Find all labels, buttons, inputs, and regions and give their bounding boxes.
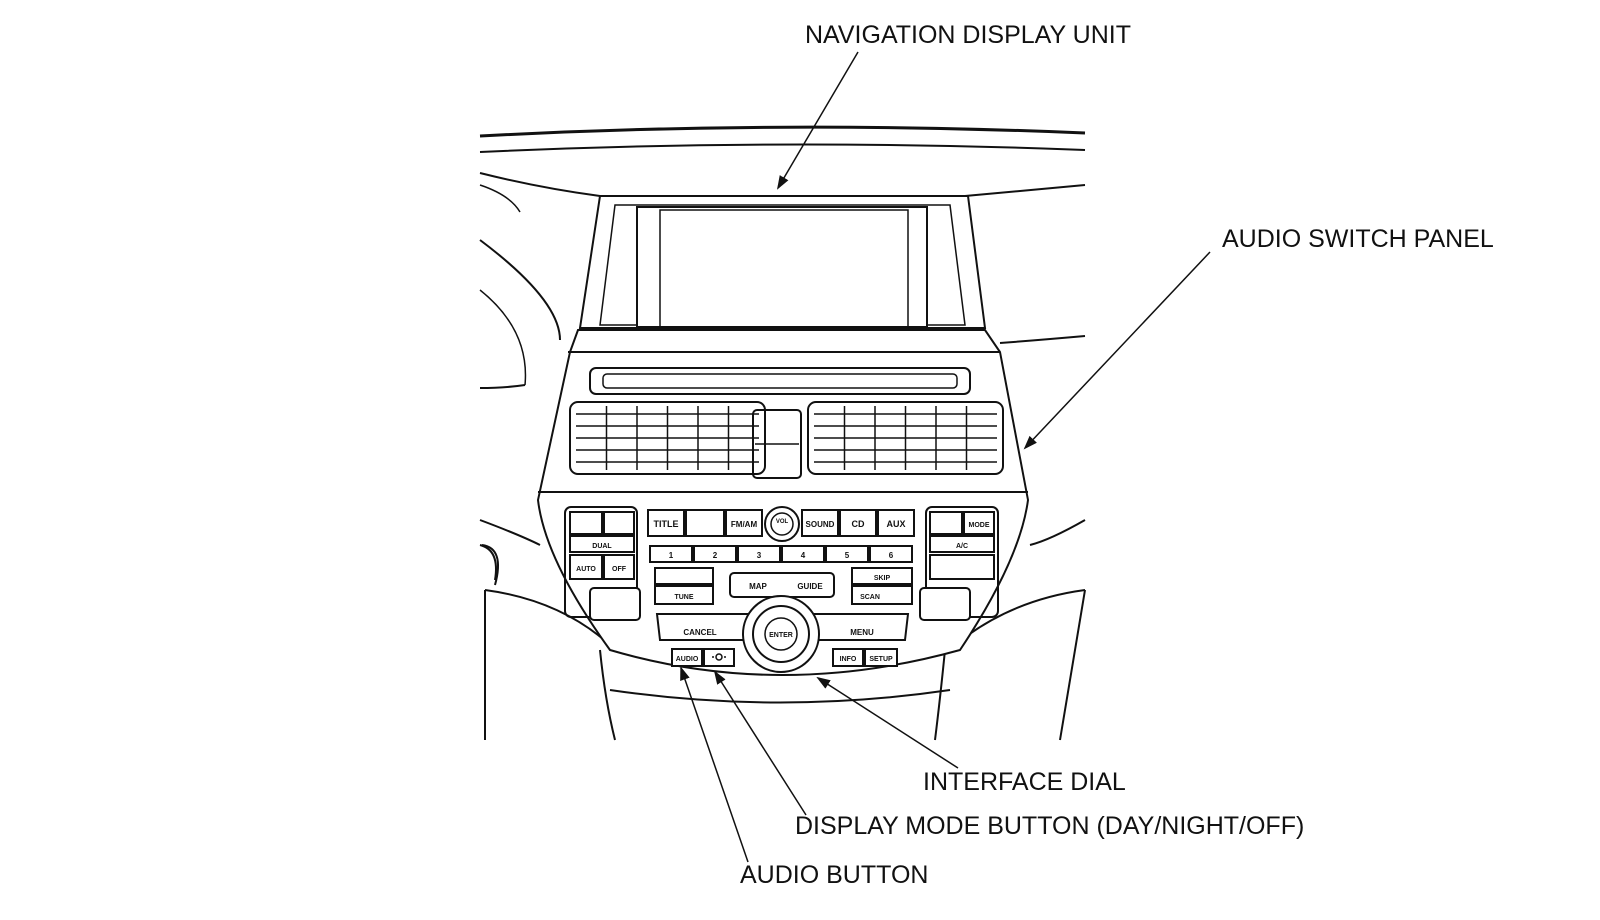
disc-button[interactable] (685, 509, 725, 537)
display-mode-button[interactable] (703, 648, 735, 667)
auto-button[interactable] (569, 554, 603, 580)
preset-button-2[interactable] (693, 545, 737, 563)
tune-button[interactable] (654, 585, 714, 605)
audio-button-callout-label: AUDIO BUTTON (740, 861, 928, 889)
auto-button-label: AUTO (576, 566, 596, 573)
mode-button-label: MODE (969, 522, 990, 529)
fan-speed-button[interactable] (929, 554, 995, 580)
preset-button-4[interactable] (781, 545, 825, 563)
preset-button-5[interactable] (825, 545, 869, 563)
map-button-label: MAP (749, 582, 767, 591)
navigation-display-unit-label: NAVIGATION DISPLAY UNIT (805, 21, 1131, 49)
callout-leaders (680, 51, 1211, 863)
rear-defrost-button[interactable] (569, 511, 603, 535)
audio-button-label: AUDIO (676, 656, 699, 663)
preset-button-3-label: 3 (757, 551, 762, 560)
preset-button-5-label: 5 (845, 551, 850, 560)
audio-button[interactable] (671, 648, 703, 667)
volume-knob[interactable] (764, 506, 800, 542)
preset-button-2-label: 2 (713, 551, 718, 560)
audio-control-buttons: TITLE FM/AM VOL SOUND CD AUX 1 2 3 4 5 6 TUNE… (647, 506, 915, 673)
preset-button-6[interactable] (869, 545, 913, 563)
preset-button-4-label: 4 (801, 551, 806, 560)
fm-am-button[interactable] (725, 509, 763, 537)
climate-controls-right: MODE A/C (919, 506, 999, 621)
scan-button-label: SCAN (860, 594, 880, 601)
cancel-button-label: CANCEL (683, 628, 716, 637)
cd-button[interactable] (839, 509, 877, 537)
guide-button-label: GUIDE (797, 582, 823, 591)
skip-button-label: SKIP (874, 575, 891, 582)
dashboard-outline (479, 125, 1086, 741)
cd-button-label: CD (852, 519, 865, 529)
title-button-label: TITLE (654, 519, 679, 529)
mode-button[interactable] (963, 511, 995, 535)
interface-dial-label: INTERFACE DIAL (923, 768, 1126, 796)
aux-button-label: AUX (886, 519, 905, 529)
off-button-label: OFF (612, 566, 627, 573)
interface-dial[interactable] (742, 595, 820, 673)
setup-button[interactable] (864, 648, 898, 667)
preset-button-3[interactable] (737, 545, 781, 563)
dual-button[interactable] (569, 535, 635, 553)
tune-button-label: TUNE (674, 594, 693, 601)
setup-button-label: SETUP (869, 656, 893, 663)
off-button[interactable] (603, 554, 635, 580)
category-button[interactable] (654, 567, 714, 585)
sound-button[interactable] (801, 509, 839, 537)
front-defrost-button[interactable] (603, 511, 635, 535)
scan-button[interactable] (851, 585, 913, 605)
rear-climate-button[interactable] (929, 511, 963, 535)
preset-button-1-label: 1 (669, 551, 674, 560)
audio-switch-panel-label: AUDIO SWITCH PANEL (1222, 225, 1494, 253)
menu-button-label: MENU (850, 628, 874, 637)
display-mode-button-label: DISPLAY MODE BUTTON (DAY/NIGHT/OFF) (795, 812, 1304, 840)
info-button[interactable] (832, 648, 864, 667)
enter-button-label: ENTER (769, 632, 793, 639)
volume-knob-label: VOL (776, 519, 789, 525)
title-button[interactable] (647, 509, 685, 537)
ac-button-label: A/C (956, 543, 968, 550)
ac-button[interactable] (929, 535, 995, 553)
dual-button-label: DUAL (592, 543, 612, 550)
climate-controls-left: DUAL AUTO OFF (564, 506, 641, 621)
info-button-label: INFO (840, 656, 857, 663)
aux-button[interactable] (877, 509, 915, 537)
passenger-temp-switch[interactable] (919, 587, 971, 621)
brightness-icon (712, 653, 726, 661)
preset-button-1[interactable] (649, 545, 693, 563)
driver-temp-switch[interactable] (589, 587, 641, 621)
preset-buttons: 1 2 3 4 5 6 (649, 545, 913, 563)
sound-button-label: SOUND (806, 520, 835, 529)
navigation-display-unit (578, 195, 987, 329)
preset-button-6-label: 6 (889, 551, 894, 560)
skip-button[interactable] (851, 567, 913, 585)
fm-am-button-label: FM/AM (731, 520, 758, 529)
